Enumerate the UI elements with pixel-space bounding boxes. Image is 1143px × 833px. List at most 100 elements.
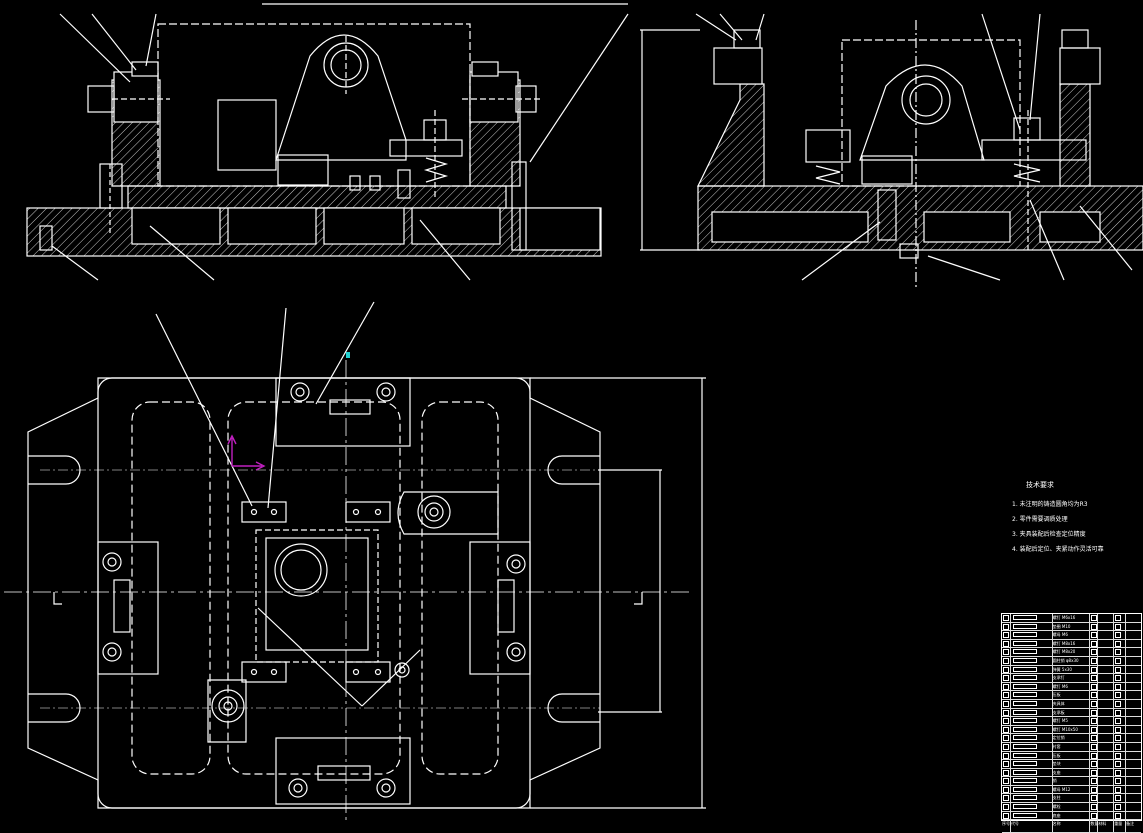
bom-cell (1090, 631, 1099, 639)
bom-row: 弹簧 5x30 (1002, 665, 1141, 675)
bom-cell (1098, 785, 1115, 794)
bom-cell (1090, 708, 1099, 717)
bom-header-cell: 材料 (1098, 820, 1115, 833)
bom-row: 支承钉 (1002, 674, 1141, 683)
bom-cell (1098, 734, 1115, 742)
bom-cell (1002, 794, 1011, 803)
bom-row: 夹具体 (1002, 699, 1141, 709)
bom-cell (1011, 811, 1053, 820)
bom-cell (1090, 648, 1099, 656)
bom-cell (1011, 768, 1053, 777)
technical-note-4: 4. 装配后定位、夹紧动作灵活可靠 (1012, 546, 1104, 553)
bom-part-name: 螺母 M6 (1053, 631, 1091, 639)
bom-row: 垫块 (1002, 760, 1141, 769)
bom-cell (1002, 760, 1011, 768)
bom-cell (1011, 725, 1053, 734)
bom-cell (1114, 691, 1127, 699)
bom-cell (1126, 623, 1141, 631)
bom-cell (1002, 717, 1011, 725)
bom-cell (1090, 699, 1099, 708)
bom-row: 支承板 (1002, 708, 1141, 718)
bom-cell (1114, 699, 1127, 708)
bom-cell (1002, 699, 1011, 708)
front-view (26, 3, 629, 281)
bom-cell (1011, 803, 1053, 811)
bom-cell (1011, 777, 1053, 785)
bom-cell (1011, 691, 1053, 699)
bom-part-name: 圆柱销 φ8x30 (1053, 656, 1091, 665)
bom-cell (1090, 639, 1099, 648)
bom-cell (1114, 708, 1127, 717)
bom-cell (1114, 674, 1127, 682)
bom-cell (1002, 811, 1011, 820)
bom-part-name: 衬套 (1053, 742, 1091, 751)
bom-cell (1126, 812, 1141, 820)
bom-row: 支柱 (1002, 794, 1141, 804)
bom-cell (1011, 682, 1053, 691)
bom-cell (1002, 691, 1011, 699)
bom-part-name: 夹具体 (1053, 699, 1091, 708)
bom-cell (1002, 785, 1011, 794)
bom-part-name: 螺钉 M6 (1053, 682, 1091, 691)
bom-cell (1002, 734, 1011, 742)
bom-cell (1114, 717, 1127, 725)
bom-part-name: 销 (1053, 777, 1091, 785)
bom-part-name: 螺钉 M10x50 (1053, 725, 1091, 734)
bom-cell (1098, 803, 1115, 811)
bom-row: 螺钉 M8x16 (1002, 639, 1141, 649)
bom-part-name: 压板 (1053, 691, 1091, 699)
right-slot-lower (547, 693, 600, 723)
bom-cell (1126, 683, 1141, 691)
bom-cell (1002, 622, 1011, 631)
bom-cell (1126, 709, 1141, 717)
bom-cell (1090, 717, 1099, 725)
bom-cell (1126, 691, 1141, 699)
bom-cell (1098, 656, 1115, 665)
bom-cell (1002, 742, 1011, 751)
bom-cell (1090, 725, 1099, 734)
bom-cell (1098, 760, 1115, 768)
bom-cell (1090, 622, 1099, 631)
ucs-axis-icon (227, 434, 266, 471)
bom-cell (1011, 785, 1053, 794)
bom-cell (1114, 665, 1127, 674)
bom-cell (1011, 648, 1053, 656)
bom-cell (1114, 734, 1127, 742)
front-clamp-plate (389, 139, 463, 157)
bom-cell (1098, 699, 1115, 708)
bom-cell (1114, 794, 1127, 803)
bom-cell (1098, 631, 1115, 639)
bom-cell (1126, 752, 1141, 760)
bom-cell (1098, 622, 1115, 631)
bom-cell (1090, 777, 1099, 785)
top-clamp-block (275, 377, 411, 447)
bom-cell (1126, 777, 1141, 785)
technical-note-1: 1. 未注明的铸造圆角均为R3 (1012, 501, 1088, 508)
bom-part-name: 底座 (1053, 811, 1091, 820)
bom-row: 底座 (1002, 811, 1141, 821)
bom-cell (1114, 639, 1127, 648)
bom-cell (1098, 691, 1115, 699)
bom-cell (1002, 614, 1011, 622)
bom-row: 螺钉 M6x16 (1002, 614, 1141, 623)
bom-cell (1002, 682, 1011, 691)
technical-notes-title: 技术要求 (1026, 481, 1054, 489)
bom-cell (1011, 622, 1053, 631)
bom-cell (1011, 717, 1053, 725)
center-bore (274, 543, 328, 597)
bom-cell (1126, 794, 1141, 802)
bom-row: 支座 (1002, 768, 1141, 778)
technical-notes: 技术要求 1. 未注明的铸造圆角均为R3 2. 零件需要调质处理 3. 夹具装配… (1012, 478, 1137, 557)
bom-row: 螺钉 M10x50 (1002, 725, 1141, 735)
bom-row: 螺母 M6 (1002, 631, 1141, 640)
bom-cell (1002, 665, 1011, 674)
bom-cell (1126, 674, 1141, 682)
bom-cell (1098, 648, 1115, 656)
bom-row: 压板 (1002, 751, 1141, 761)
bom-part-name: 支柱 (1053, 794, 1091, 803)
bom-cell (1002, 656, 1011, 665)
bom-cell (1098, 614, 1115, 622)
bom-part-name: 支承钉 (1053, 674, 1091, 682)
